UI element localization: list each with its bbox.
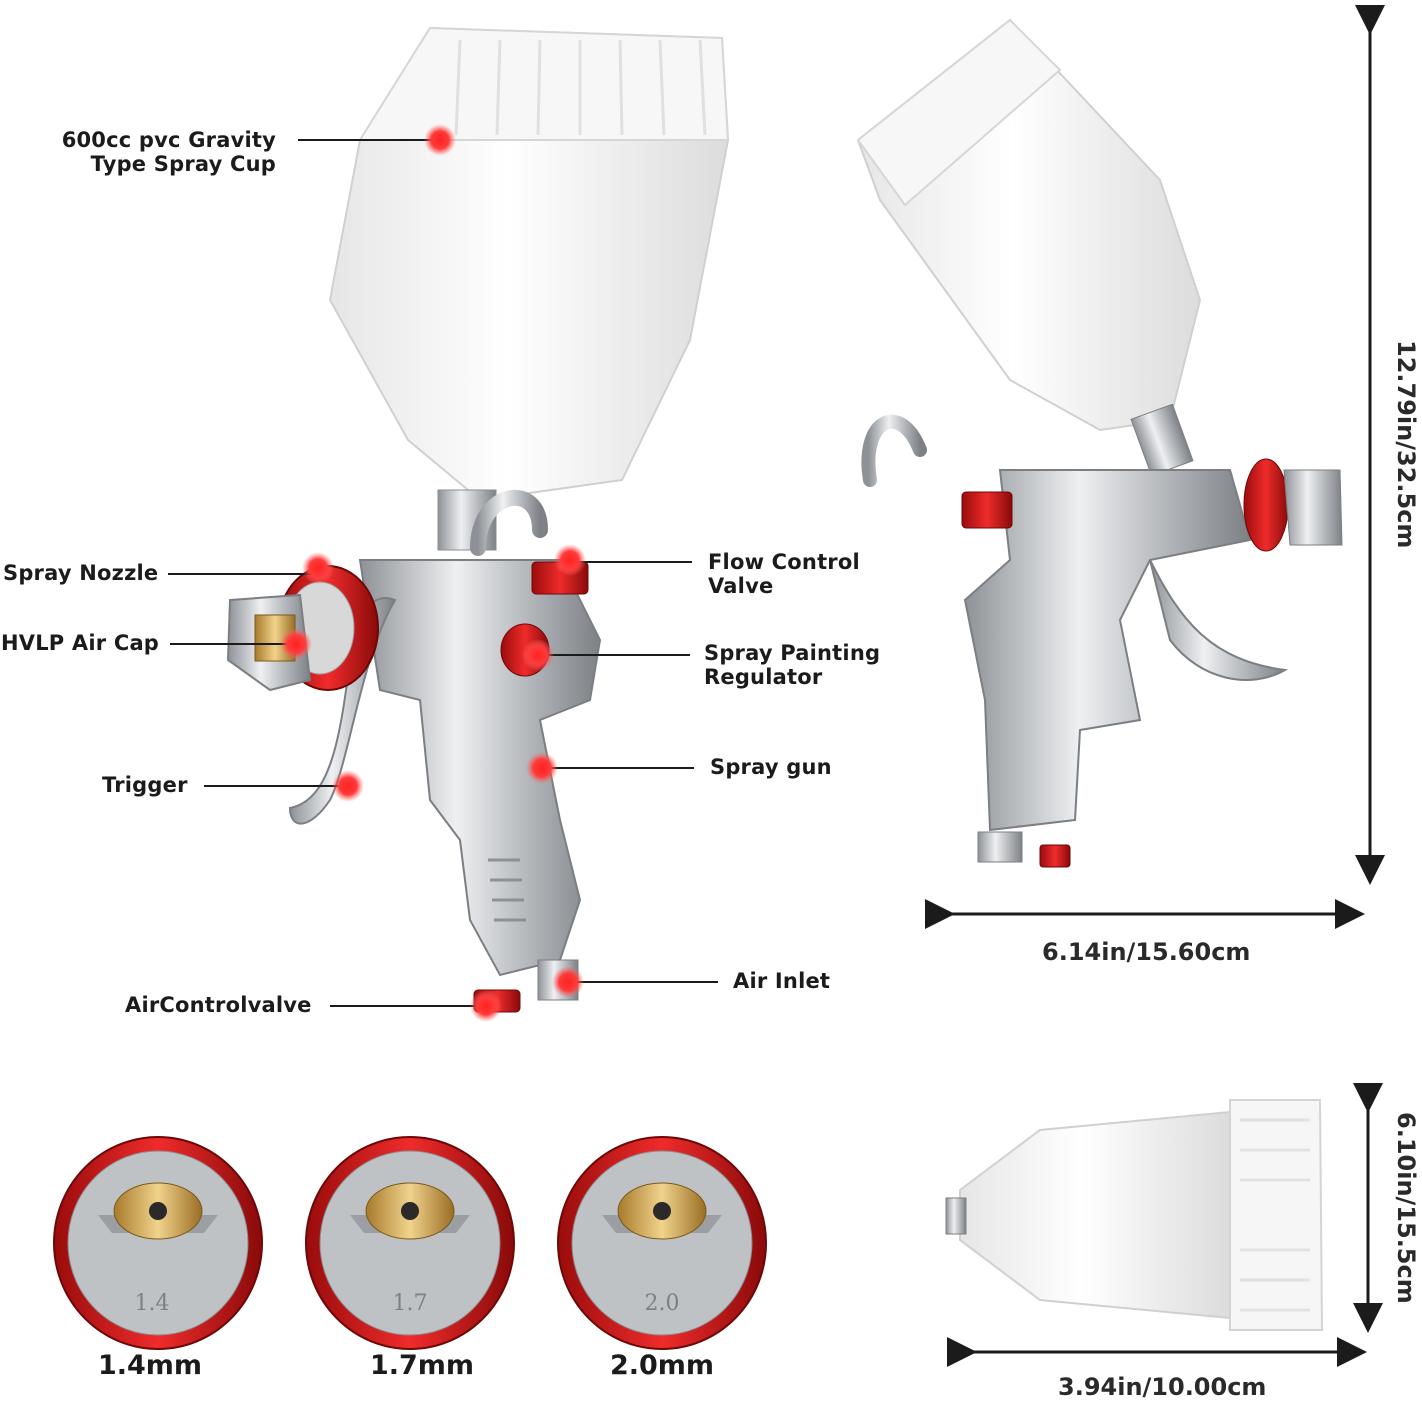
- label-air-inlet: Air Inlet: [733, 969, 831, 993]
- cup-dimension-arrows: [947, 1083, 1383, 1367]
- label-cup: 600cc pvc Gravity Type Spray Cup: [61, 128, 276, 176]
- label-regulator: Spray Painting Regulator: [704, 641, 881, 689]
- nozzle-engravings: 1.4 1.7 2.0: [135, 1291, 680, 1316]
- nozzle-1-caption: 1.4mm: [97, 1350, 203, 1381]
- nozzle-1: [53, 1136, 263, 1350]
- nozzle-3: [557, 1136, 767, 1350]
- side-view-gun: [856, 18, 1343, 868]
- main-spray-gun: [226, 26, 730, 1013]
- nozzle-3-engraving: 2.0: [645, 1291, 680, 1316]
- label-flow-control-valve: Flow Control Valve: [708, 550, 860, 598]
- nozzle-set: [53, 1136, 767, 1350]
- label-spray-nozzle: Spray Nozzle: [3, 561, 159, 585]
- label-air-control-valve: AirControlvalve: [125, 993, 312, 1017]
- nozzle-2-caption: 1.7mm: [369, 1350, 475, 1381]
- callout-markers: [280, 124, 586, 1022]
- nozzle-2-engraving: 1.7: [393, 1291, 428, 1316]
- spare-cup: [945, 1099, 1324, 1331]
- label-trigger: Trigger: [102, 773, 188, 797]
- dimension-gun-width: 6.14in/15.60cm: [1042, 938, 1251, 966]
- dimension-cup-height: 6.10in/15.5cm: [1392, 1112, 1420, 1304]
- dimension-gun-height: 12.79in/32.5cm: [1392, 340, 1420, 549]
- gun-dimension-arrows: [925, 4, 1385, 929]
- callout-lines: [168, 139, 718, 1007]
- label-air-cap: HVLP Air Cap: [1, 631, 160, 655]
- nozzle-1-engraving: 1.4: [135, 1291, 170, 1316]
- label-spray-gun: Spray gun: [710, 755, 832, 779]
- dimension-cup-width: 3.94in/10.00cm: [1058, 1373, 1267, 1401]
- nozzle-2: [305, 1136, 515, 1350]
- nozzle-3-caption: 2.0mm: [609, 1350, 715, 1381]
